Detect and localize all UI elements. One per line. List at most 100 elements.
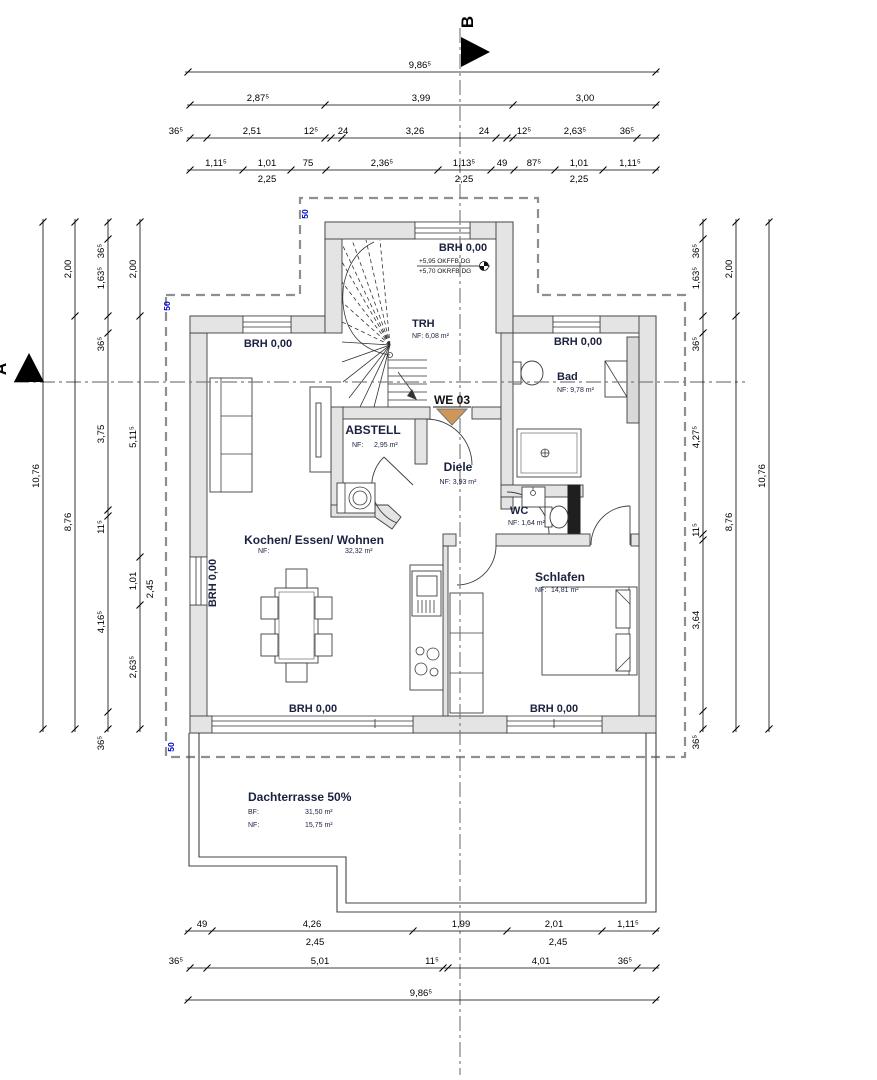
dim-tick [203, 964, 211, 972]
brh-label-bad: BRH 0,00 [554, 336, 602, 348]
dim-tick [409, 927, 417, 935]
kitchen-counter [409, 564, 444, 691]
dim-label: 36⁵ [620, 126, 635, 137]
dim-tick [652, 68, 660, 76]
staircase [341, 239, 427, 408]
dim-label: 36⁵ [169, 126, 184, 137]
schlafen-door-arc [456, 545, 497, 586]
dim-label: 36⁵ [96, 337, 107, 352]
dim-tick [652, 996, 660, 1004]
dim-tick [184, 927, 192, 935]
dim-label: 4,01 [532, 956, 551, 967]
dim-tick [551, 166, 559, 174]
brh-labels: BRH 0,00 BRH 0,00 BRH 0,00 BRH 0,00 BRH … [207, 242, 602, 715]
dim-tick [633, 134, 641, 142]
dim-tick [444, 964, 452, 972]
bad-toilet [512, 360, 544, 386]
dim-tick [652, 927, 660, 935]
dim-tick [321, 134, 329, 142]
dim-tick [699, 218, 707, 226]
dim-label: 75 [303, 158, 314, 169]
level-lower-label: +5,70 OKRFB DG [419, 268, 471, 275]
entry-label: WE 03 [434, 393, 470, 407]
dim-tick [699, 235, 707, 243]
entry-triangle-icon [435, 408, 469, 426]
room-terrasse-bf-prefix: BF: [248, 809, 259, 816]
dim-tick [434, 166, 442, 174]
shower [516, 428, 582, 478]
dim-label: 1,63⁵ [96, 267, 107, 289]
dim-tick [652, 101, 660, 109]
room-terrasse-nf-prefix: NF: [248, 822, 259, 829]
dim-tick [652, 166, 660, 174]
section-marker-b-triangle [461, 37, 490, 67]
brh-label-leftwall: BRH 0,00 [207, 559, 219, 607]
dim-tick [699, 530, 707, 538]
room-schlafen-name: Schlafen [535, 570, 585, 584]
dim-label: 11⁵ [96, 520, 107, 534]
dim-tick [322, 166, 330, 174]
bed [541, 586, 638, 676]
dim-label: 4,27⁵ [691, 426, 702, 448]
dim-tick [136, 312, 144, 320]
dim-label: 10,76 [31, 464, 42, 488]
roof-offset-labels: 50 50 50 [162, 209, 310, 752]
section-marker-b-label: B [458, 16, 477, 28]
dim-tick [136, 218, 144, 226]
dim-tick [104, 512, 112, 520]
dim-tick [184, 996, 192, 1004]
dim-label: 36⁵ [618, 956, 633, 967]
dim-tick [104, 329, 112, 337]
dim-tick [510, 166, 518, 174]
dim-tick [699, 707, 707, 715]
window-bottom-right [506, 715, 603, 734]
dim-label: 49 [197, 919, 208, 930]
dim-tick [503, 927, 511, 935]
dim-label: 2,45 [306, 937, 325, 948]
dim-tick [321, 101, 329, 109]
dim-label: 5,11⁵ [128, 426, 139, 448]
dim-tick [208, 927, 216, 935]
dim-label: 2,25 [570, 174, 589, 185]
dim-label: 87⁵ [527, 158, 542, 169]
dim-label: 2,45 [145, 580, 156, 599]
dim-tick [652, 134, 660, 142]
dim-tick [71, 725, 79, 733]
window-left-wall [189, 556, 208, 606]
dim-tick [598, 927, 606, 935]
sideboard [309, 386, 332, 473]
dim-tick [71, 218, 79, 226]
dim-label: 24 [479, 126, 490, 137]
room-trh-nf: NF: 6,08 m² [412, 333, 450, 340]
room-schlafen-nf-value: 14,81 m² [551, 587, 579, 594]
roof-offset-bottom: 50 [166, 742, 176, 752]
section-marker-a-triangle [14, 353, 44, 382]
dim-tick [104, 708, 112, 716]
bad-lobby-door [590, 505, 631, 546]
roof-overhang-dashed [164, 196, 687, 759]
sofa [209, 377, 253, 493]
entry-door-arc [425, 418, 473, 466]
window-stairwell [414, 221, 471, 240]
room-diele-name: Diele [444, 460, 473, 474]
dim-label: 2,51 [243, 126, 262, 137]
brh-label-trh: BRH 0,00 [439, 242, 487, 254]
entry-marker: WE 03 [433, 393, 471, 426]
section-marker-a-label: A [0, 363, 10, 375]
dim-label: 49 [497, 158, 508, 169]
dim-tick [732, 725, 740, 733]
dim-label: 1,11⁵ [619, 158, 641, 169]
dim-label: 3,64 [691, 611, 702, 630]
dim-tick [136, 725, 144, 733]
dim-tick [765, 725, 773, 733]
room-wohnen-nf-value: 32,32 m² [345, 548, 373, 555]
dim-label: 4,16⁵ [96, 611, 107, 633]
dim-tick [186, 101, 194, 109]
window-bottom-left [211, 715, 414, 734]
dim-tick [104, 312, 112, 320]
dim-label: 2,25 [455, 174, 474, 185]
dim-tick [338, 134, 346, 142]
dim-tick [652, 964, 660, 972]
dim-label: 1,13⁵ [453, 158, 475, 169]
